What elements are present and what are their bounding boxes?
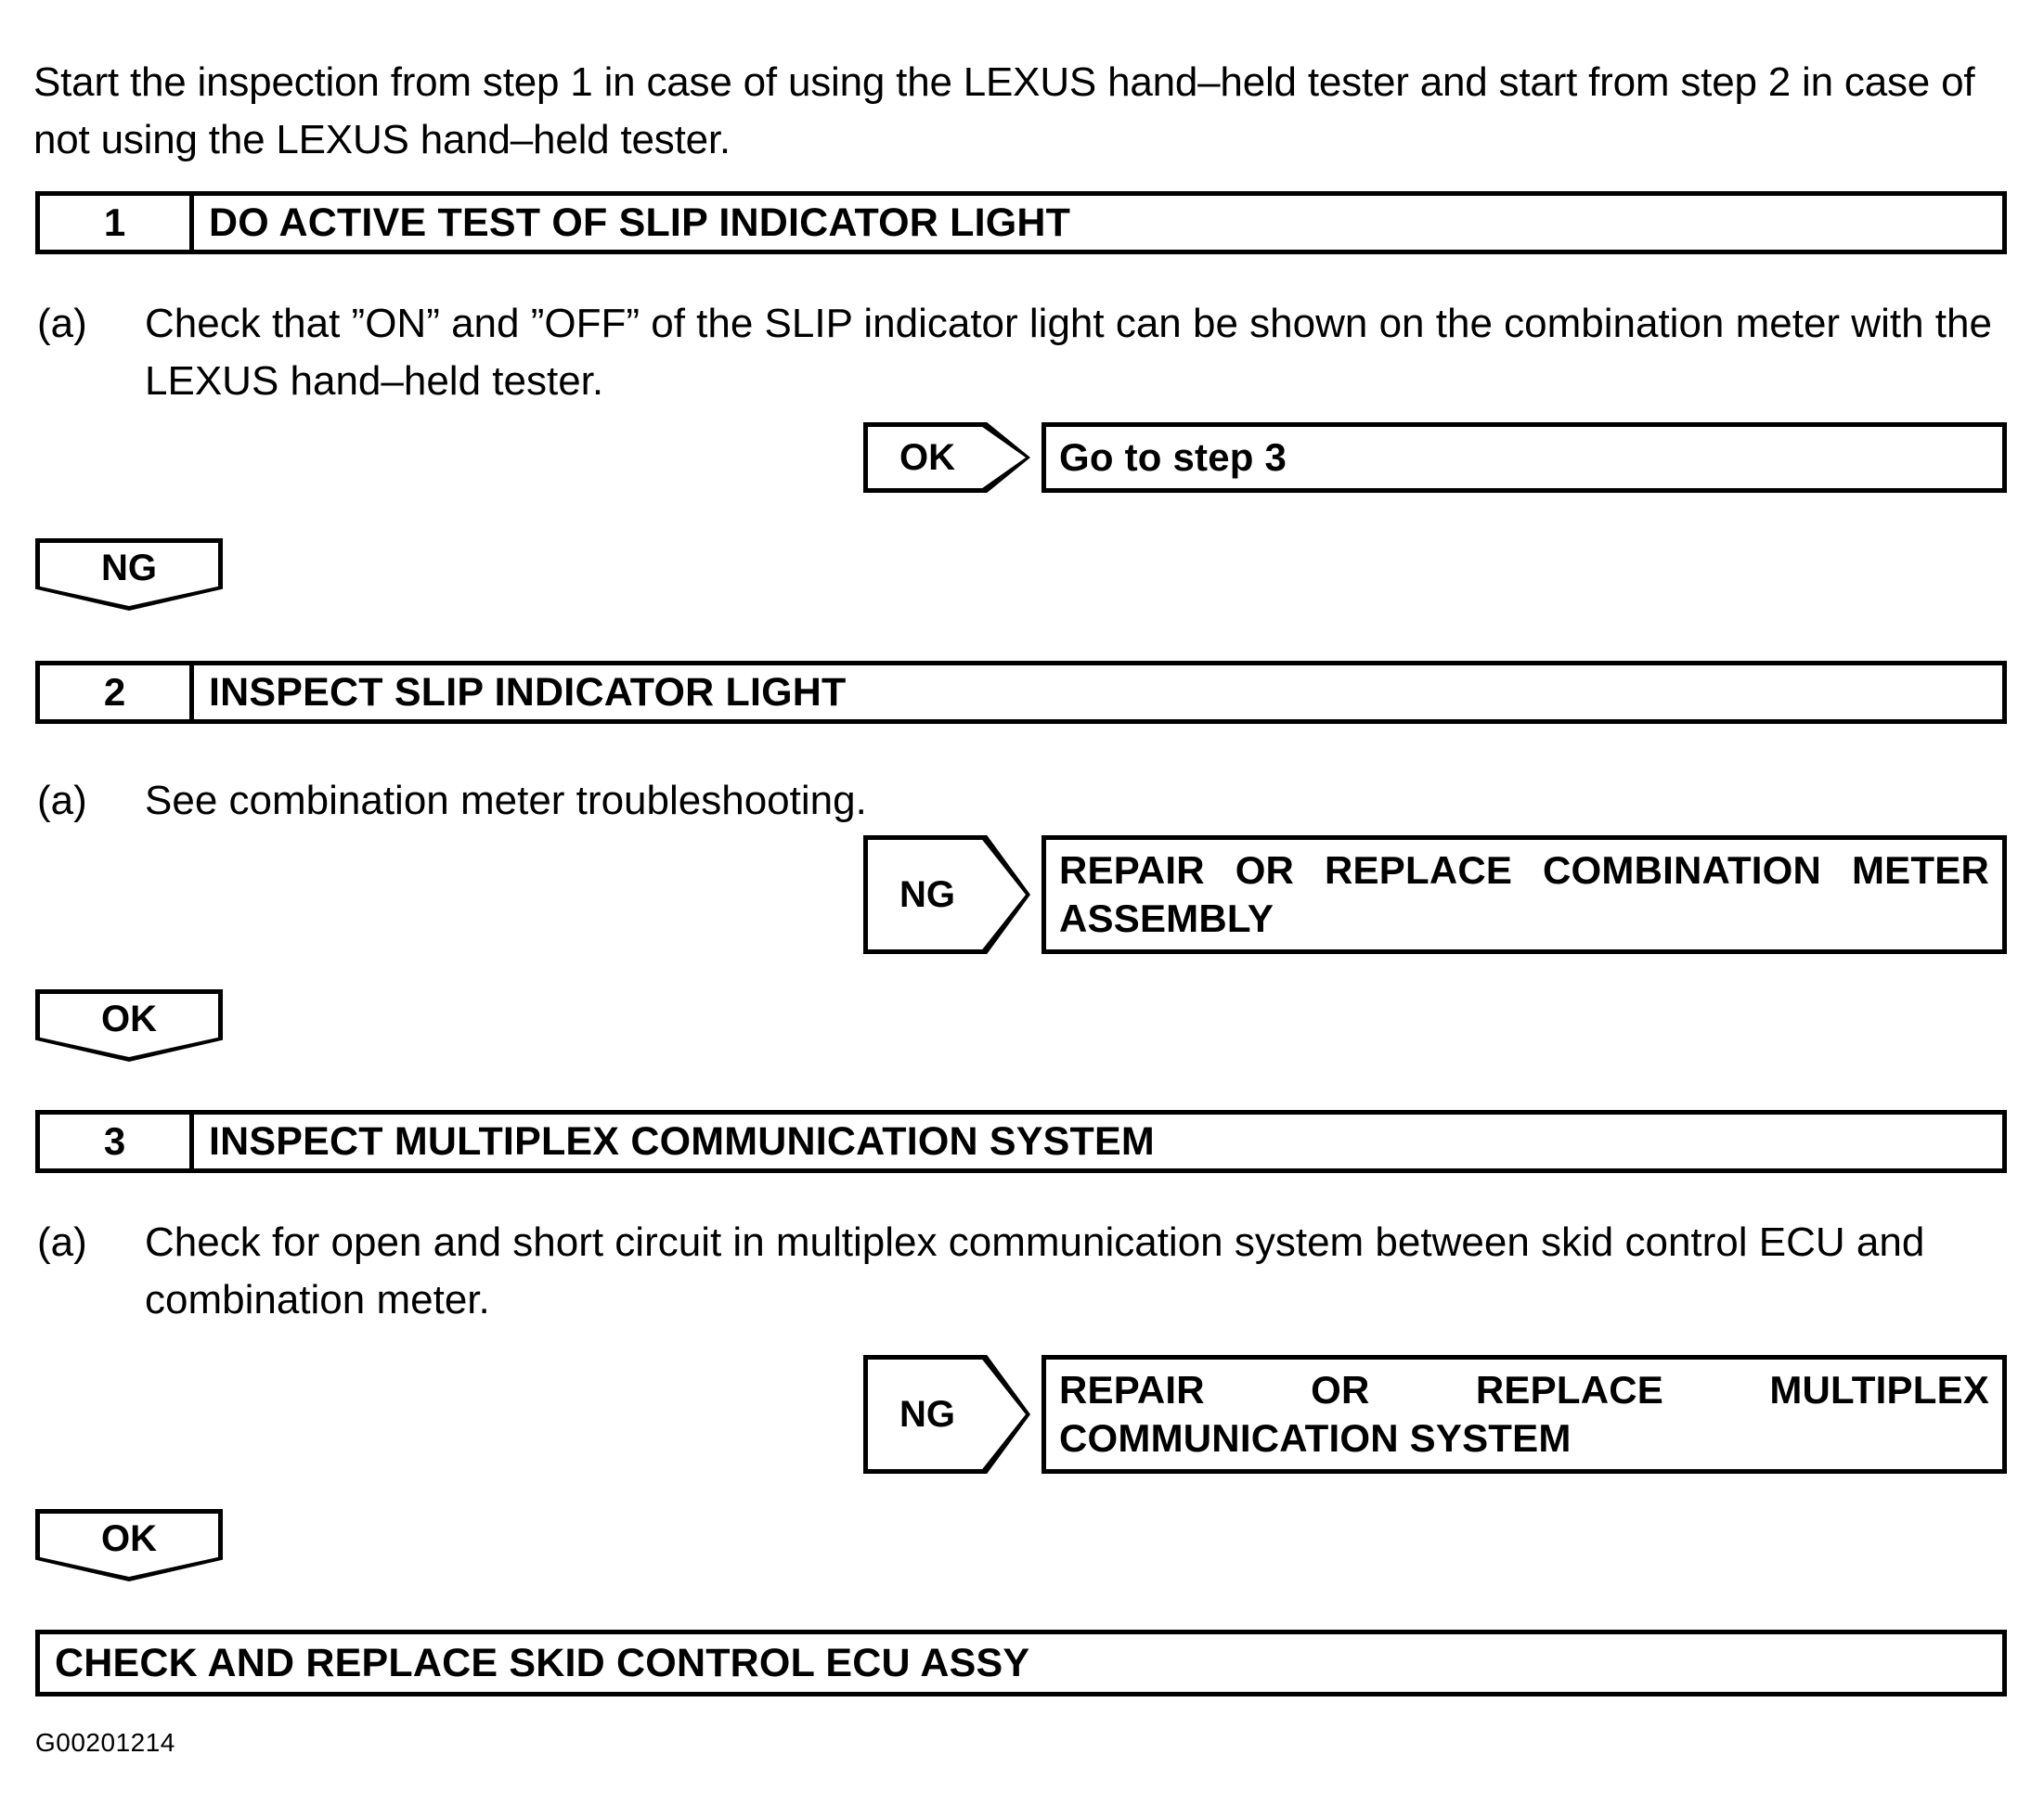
step-3-result-box: REPAIR OR REPLACE MULTIPLEX COMMUNICATIO… [1041, 1355, 2007, 1474]
step-1-item-a-text: Check that ”ON” and ”OFF” of the SLIP in… [145, 301, 1992, 404]
intro-paragraph: Start the inspection from step 1 in case… [33, 59, 1975, 162]
step-3-item-a-label: (a) [37, 1219, 87, 1265]
step-1-item-a: (a) Check that ”ON” and ”OFF” of the SLI… [37, 295, 2007, 410]
step-1-item-a-label: (a) [37, 301, 87, 346]
step-1-header: 1 DO ACTIVE TEST OF SLIP INDICATOR LIGHT [35, 191, 2007, 254]
step-3-result-line-2: COMMUNICATION SYSTEM [1059, 1416, 1572, 1460]
step-1-result-box: Go to step 3 [1041, 422, 2007, 493]
conclusion-box: CHECK AND REPLACE SKID CONTROL ECU ASSY [35, 1630, 2007, 1696]
step-1-result-text: Go to step 3 [1059, 435, 1287, 479]
step-3-title: INSPECT MULTIPLEX COMMUNICATION SYSTEM [209, 1118, 1155, 1164]
step-1-ng-tab: NG [35, 538, 223, 611]
step-2-ng-tag-label: NG [868, 840, 1026, 949]
step-2-result-row: NG REPAIR OR REPLACE COMBINATION METER A… [863, 835, 2007, 954]
step-3-ng-tag: NG [863, 1355, 1030, 1474]
step-1-ok-tag: OK [863, 422, 1030, 493]
conclusion-text: CHECK AND REPLACE SKID CONTROL ECU ASSY [55, 1640, 1030, 1685]
step-1-ok-tag-label: OK [868, 427, 1026, 488]
step-1-ng-tab-label: NG [40, 543, 218, 606]
step-1-title: DO ACTIVE TEST OF SLIP INDICATOR LIGHT [209, 200, 1071, 245]
step-3-result-text: REPAIR OR REPLACE MULTIPLEX COMMUNICATIO… [1059, 1366, 1989, 1463]
step-3-result-row: NG REPAIR OR REPLACE MULTIPLEX COMMUNICA… [863, 1355, 2007, 1474]
step-2-item-a: (a) See combination meter troubleshootin… [37, 772, 2007, 830]
step-1-result-row: OK Go to step 3 [863, 422, 2007, 493]
figure-code: G00201214 [35, 1728, 175, 1757]
step-3-number: 3 [40, 1115, 194, 1168]
step-3-header: 3 INSPECT MULTIPLEX COMMUNICATION SYSTEM [35, 1110, 2007, 1173]
step-3-ok-tab: OK [35, 1509, 223, 1581]
step-2-ok-tab: OK [35, 989, 223, 1062]
step-1-number: 1 [40, 196, 194, 250]
step-2-item-a-label: (a) [37, 778, 87, 823]
step-2-ng-tag: NG [863, 835, 1030, 954]
step-3-ok-tab-label: OK [40, 1514, 218, 1577]
step-3-result-line-1: REPAIR OR REPLACE MULTIPLEX [1059, 1368, 1989, 1412]
step-2-item-a-text: See combination meter troubleshooting. [145, 778, 867, 823]
step-2-ok-tab-label: OK [40, 994, 218, 1057]
step-2-result-line-1: REPAIR OR REPLACE COMBINATION METER [1059, 848, 1989, 892]
step-3-item-a: (a) Check for open and short circuit in … [37, 1214, 2007, 1329]
step-2-number: 2 [40, 665, 194, 719]
step-2-header: 2 INSPECT SLIP INDICATOR LIGHT [35, 661, 2007, 724]
step-3-ng-tag-label: NG [868, 1360, 1026, 1469]
step-3-item-a-text: Check for open and short circuit in mult… [145, 1219, 1925, 1322]
step-2-result-box: REPAIR OR REPLACE COMBINATION METER ASSE… [1041, 835, 2007, 954]
step-2-title: INSPECT SLIP INDICATOR LIGHT [209, 669, 847, 715]
step-2-result-text: REPAIR OR REPLACE COMBINATION METER ASSE… [1059, 846, 1989, 943]
step-2-result-line-2: ASSEMBLY [1059, 897, 1274, 940]
